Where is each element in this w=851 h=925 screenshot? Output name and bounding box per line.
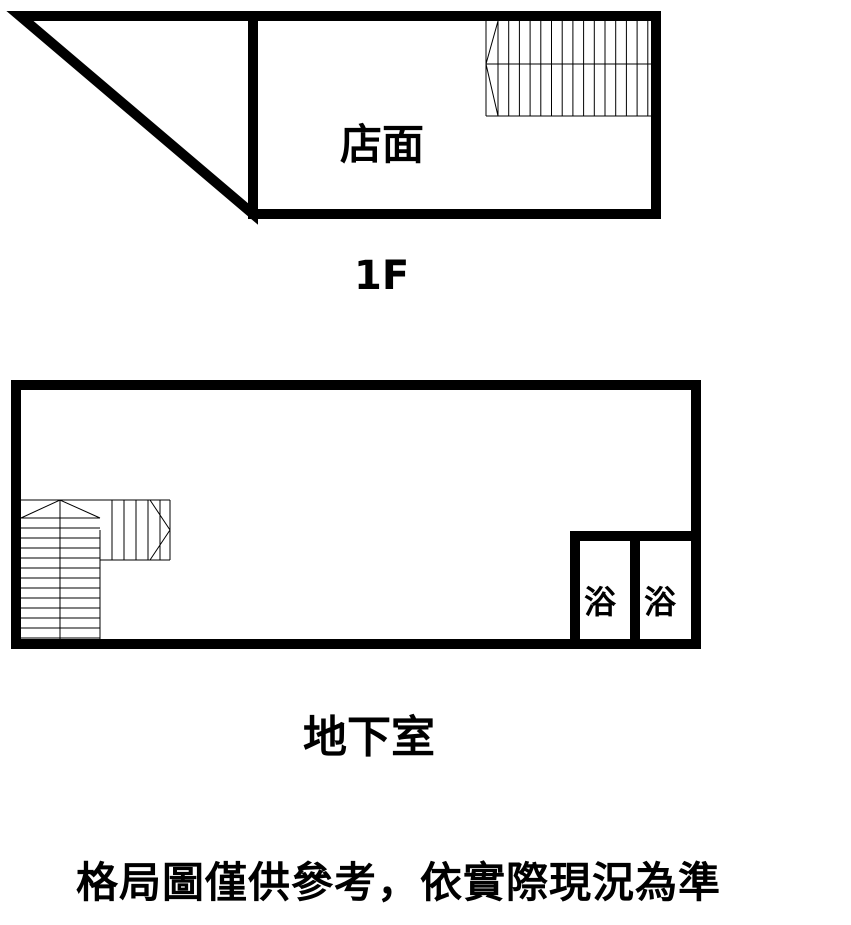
floor-1-triangle-wall [6,10,258,225]
floor-1-staircase [485,20,651,117]
floor-1-plan [6,10,661,225]
floor-1-shop-wall [248,11,661,219]
bathroom-block-wall [570,531,696,644]
basement-plan [11,380,701,649]
floor-1-label: 1F [354,253,410,299]
disclaimer-note: 格局圖僅供參考，依實際現況為準 [76,858,722,907]
bathroom-1-label: 浴 [584,583,617,621]
basement-label: 地下室 [303,712,435,763]
shop-room-label: 店面 [340,120,425,169]
bathroom-2-label: 浴 [644,583,677,621]
basement-staircase [20,499,171,639]
basement-outer-wall [11,380,701,649]
